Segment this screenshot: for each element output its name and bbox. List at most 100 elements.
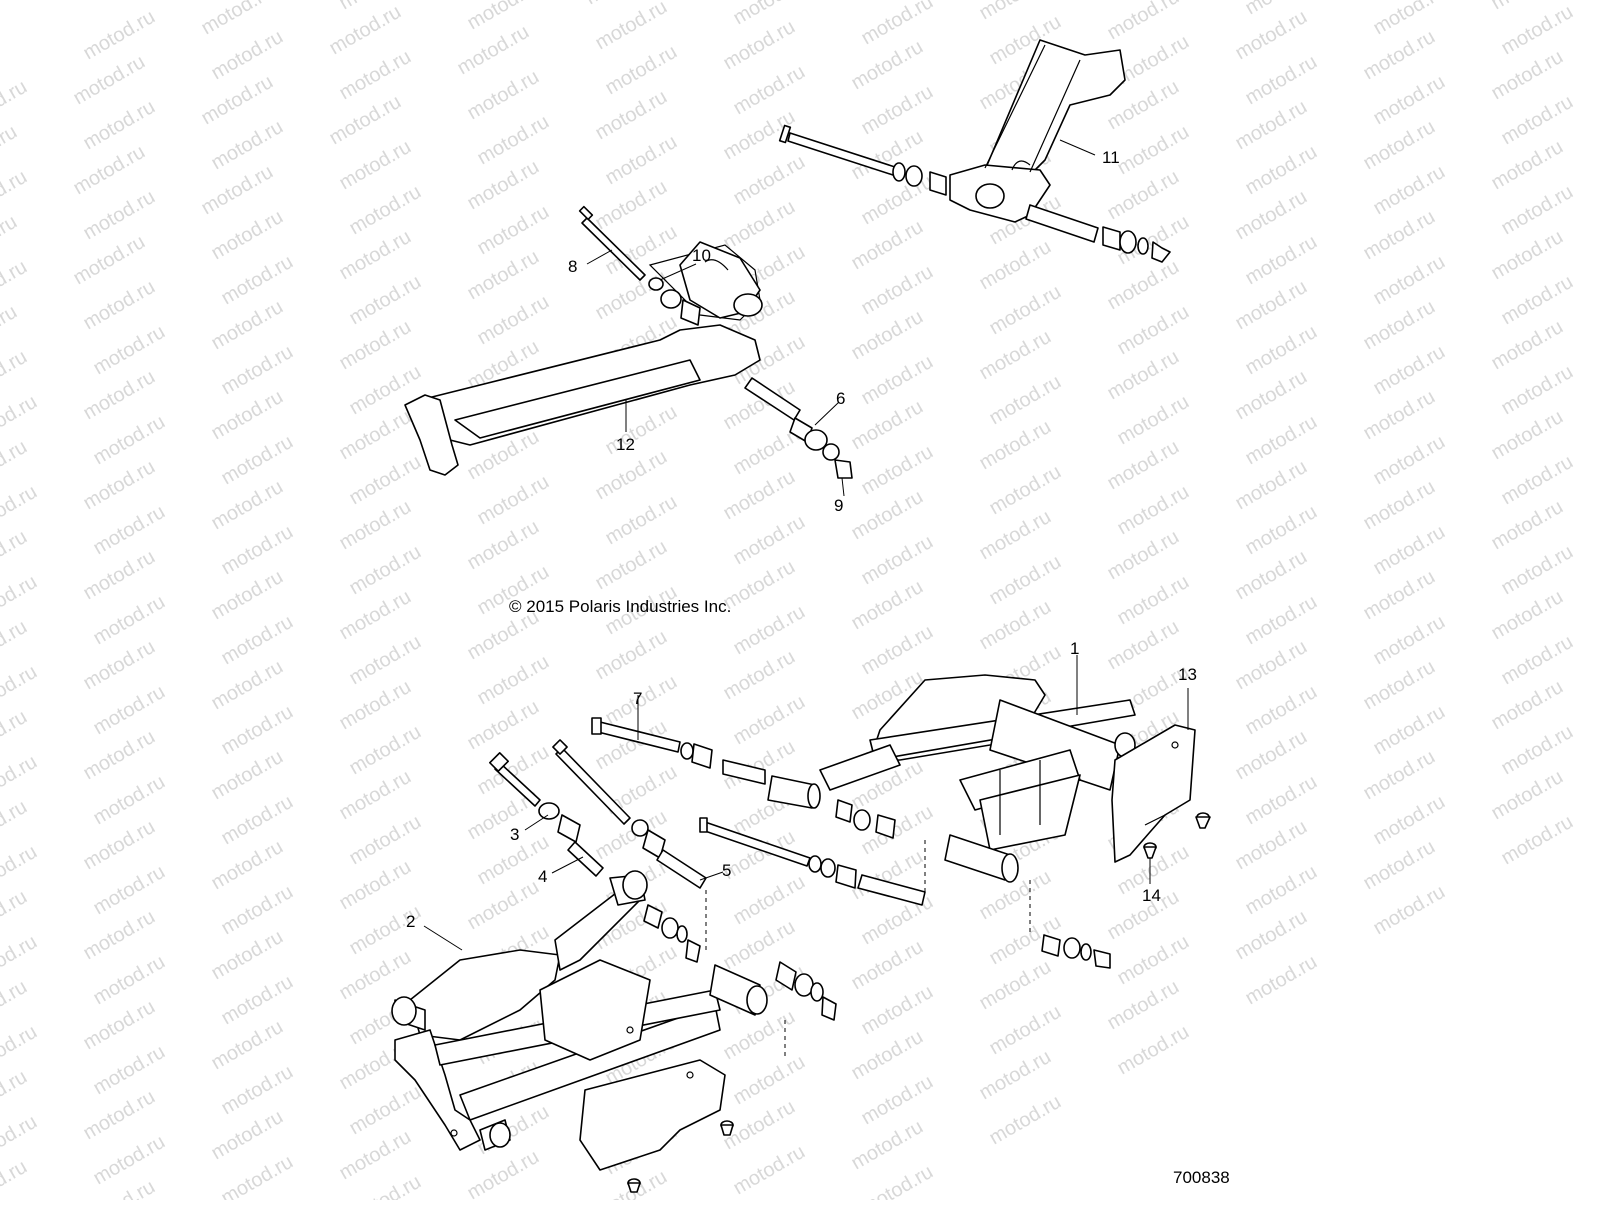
watermark-text: motod.ru [1360,566,1439,625]
watermark-text: motod.ru [1114,1021,1193,1080]
bolt-center [699,817,926,906]
watermark-text: motod.ru [858,261,937,320]
callout-14: 14 [1142,886,1161,905]
watermark-text: motod.ru [1498,451,1577,510]
watermark-text: motod.ru [1242,951,1321,1010]
watermark-text: motod.ru [1104,436,1183,495]
watermark-text: motod.ru [90,411,169,470]
watermark-text: motod.ru [1370,611,1449,670]
watermark-text: motod.ru [218,521,297,580]
watermark-text: motod.ru [208,386,287,445]
watermark-text: motod.ru [848,486,927,545]
watermark-text: motod.ru [208,1106,287,1165]
watermark-text: motod.ru [720,1006,799,1065]
watermark-text: motod.ru [90,321,169,380]
watermark-text: motod.ru [858,81,937,140]
watermark-text: motod.ru [986,1001,1065,1060]
watermark-text: motod.ru [1498,541,1577,600]
watermark-text: motod.ru [218,791,297,850]
watermark-text: motod.ru [1242,861,1321,920]
watermark-text: motod.ru [720,466,799,525]
watermark-text: motod.ru [986,551,1065,610]
watermark-text: motod.ru [70,51,149,110]
watermark-text: motod.ru [1114,481,1193,540]
watermark-text: motod.ru [1488,136,1567,195]
watermark-text: motod.ru [346,811,425,870]
watermark-text: motod.ru [80,726,159,785]
watermark-text: motod.ru [1498,91,1577,150]
sleeve-large [944,834,1019,883]
callout-7: 7 [633,689,643,708]
watermark-text: motod.ru [1360,26,1439,85]
watermark-text: motod.ru [1242,501,1321,560]
bolt-5 [552,739,707,889]
watermark-text: motod.ru [464,1146,543,1200]
watermark-text: motod.ru [858,981,937,1040]
sleeve-4 [567,841,604,877]
watermark-text: motod.ru [1370,251,1449,310]
frame-1 [819,674,1136,851]
watermark-text: motod.ru [1104,256,1183,315]
watermark-text: motod.ru [336,676,415,735]
watermark-text: motod.ru [80,366,159,425]
watermark-text: motod.ru [208,1016,287,1075]
watermark-text: motod.ru [1104,976,1183,1035]
watermark-text: motod.ru [1232,366,1311,425]
watermark-text: motod.ru [602,401,681,460]
watermark-text: motod.ru [720,196,799,255]
watermark-text: motod.ru [474,291,553,350]
bolt-7 [591,717,713,769]
bushing-set-right [835,799,896,839]
callout-11: 11 [1102,148,1120,167]
watermark-text: motod.ru [80,276,159,335]
watermark-text: motod.ru [1370,71,1449,130]
watermark-text: motod.ru [474,741,553,800]
watermark-text: motod.ru [218,971,297,1030]
watermark-text: motod.ru [208,926,287,985]
watermark-text: motod.ru [602,41,681,100]
copyright-notice: © 2015 Polaris Industries Inc. [509,597,732,616]
watermark-text: motod.ru [1232,96,1311,155]
watermark-text: motod.ru [80,186,159,245]
watermark-text: motod.ru [80,456,159,515]
watermark-text: motod.ru [976,236,1055,295]
watermark-text: motod.ru [464,696,543,755]
watermark-text: motod.ru [1488,406,1567,465]
watermark-text: motod.ru [848,1026,927,1085]
watermark-text: motod.ru [720,16,799,75]
watermark-text: motod.ru [80,816,159,875]
watermark-text: motod.ru [1232,546,1311,605]
callout-3: 3 [510,825,520,844]
watermark-text: motod.ru [80,546,159,605]
arm-12 [404,241,763,476]
watermark-text: motod.ru [1232,816,1311,875]
alignment-lines [705,840,1031,1060]
watermark-text: motod.ru [80,1086,159,1145]
watermark-text: motod.ru [848,936,927,995]
watermark-text: motod.ru [90,951,169,1010]
watermark-text: motod.ru [1104,616,1183,675]
watermark-text: motod.ru [1242,141,1321,200]
watermark-text: motod.ru [336,946,415,1005]
watermark-text: motod.ru [1360,476,1439,535]
watermark-text: motod.ru [592,446,671,505]
bolt-3 [489,752,581,843]
watermark-text: motod.ru [730,511,809,570]
watermark-text: motod.ru [1360,116,1439,175]
watermark-text: motod.ru [208,206,287,265]
watermark-text: motod.ru [336,766,415,825]
callout-2: 2 [406,912,416,931]
watermark-text: motod.ru [986,461,1065,520]
watermark-text: motod.ru [1498,721,1577,780]
watermark-text: motod.ru [80,906,159,965]
watermark-text: motod.ru [1242,771,1321,830]
watermark-text: motod.ru [218,431,297,490]
watermark-text: motod.ru [730,691,809,750]
callout-8: 8 [568,257,578,276]
watermark-text: motod.ru [336,586,415,645]
frame-2 [391,870,768,1151]
watermark-text: motod.ru [1114,571,1193,630]
watermark-text: motod.ru [336,226,415,285]
bolt-11 [778,124,1171,263]
watermark-text: motod.ru [730,151,809,210]
